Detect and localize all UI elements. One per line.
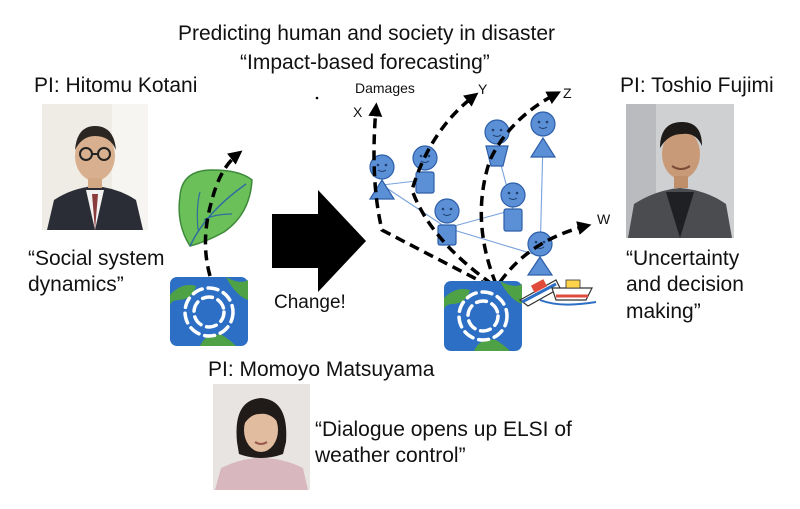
pi-fujimi-name: PI: Toshio Fujimi <box>620 74 774 97</box>
pi-matsuyama-quote: “Dialogue opens up ELSI of weather contr… <box>315 418 572 468</box>
left-typhoon-icon <box>170 277 248 346</box>
title-line-1: Predicting human and society in disaster <box>178 22 556 45</box>
boats-icon <box>518 279 597 307</box>
fujimi-photo <box>626 104 734 238</box>
pi-kotani-quote: “Social system dynamics” <box>28 247 165 297</box>
pi-fujimi-quote: “Uncertainty and decision making” <box>626 247 744 323</box>
label-z: Z <box>563 85 572 101</box>
arrow-damages-x <box>368 102 491 288</box>
people-eyes <box>376 120 549 244</box>
person-6-icon <box>500 182 526 232</box>
person-4-icon <box>484 119 510 167</box>
kotani-photo <box>42 104 148 230</box>
label-damages: Damages <box>355 80 415 96</box>
arrow-y <box>410 92 494 286</box>
people-faces <box>377 126 548 249</box>
leaf-icon <box>178 169 253 247</box>
arrow-w <box>498 221 592 284</box>
pi-kotani-name: PI: Hitomu Kotani <box>34 74 198 97</box>
matsuyama-photo <box>213 384 310 490</box>
person-2-icon <box>412 145 438 194</box>
right-typhoon-icon <box>444 281 522 351</box>
label-w: W <box>597 211 611 227</box>
arrow-z <box>479 91 561 285</box>
person-1-icon <box>368 154 396 200</box>
pi-matsuyama-name: PI: Momoyo Matsuyama <box>208 358 435 381</box>
person-5-icon <box>529 111 557 158</box>
title-line-2: “Impact-based forecasting” <box>240 51 490 74</box>
label-y: Y <box>478 81 488 97</box>
change-label: Change! <box>274 292 346 313</box>
label-x: X <box>353 104 363 120</box>
left-dashed-arrow <box>203 150 243 277</box>
impact-arrows <box>368 91 592 288</box>
people-network <box>368 111 557 276</box>
change-arrow <box>272 190 366 292</box>
